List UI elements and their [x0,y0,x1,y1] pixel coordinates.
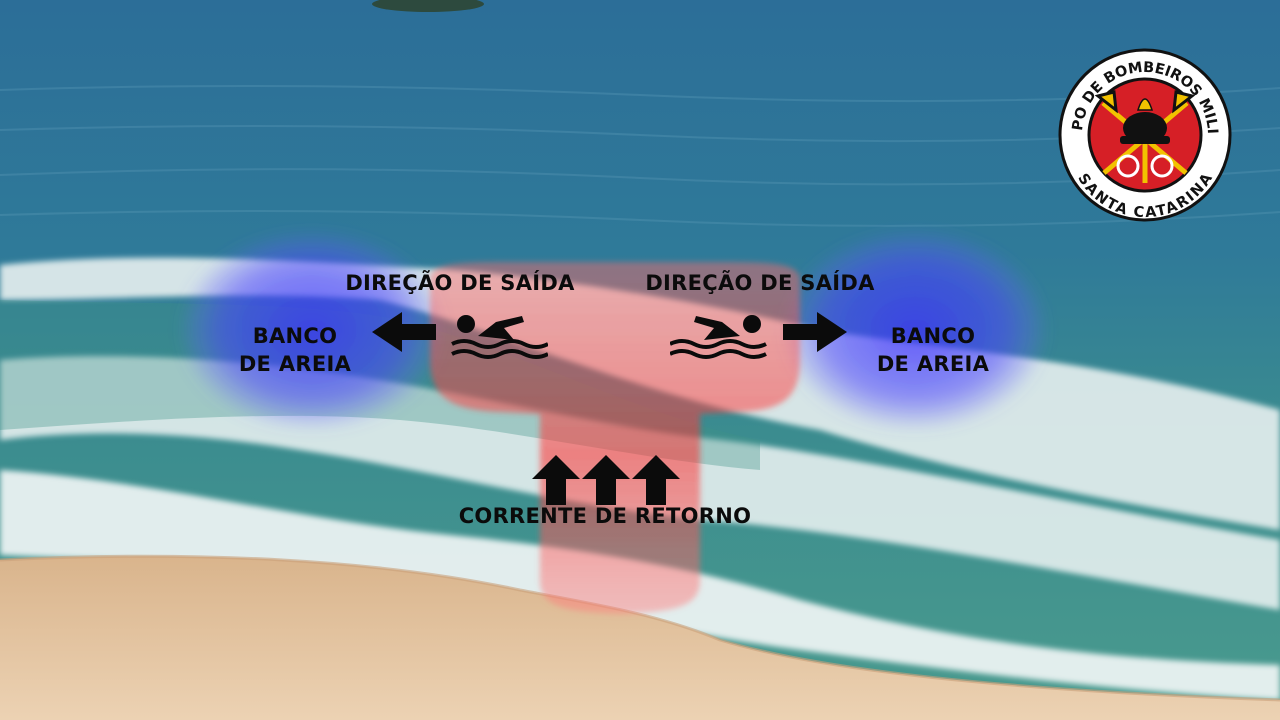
rip-current-overlay [430,262,800,614]
sandbar-label-right-line1: BANCO [890,324,976,348]
arrow-right-icon [783,312,847,352]
arrow-up-icon [582,455,630,505]
sandbar-label-right-line2: DE AREIA [876,352,990,376]
arrow-left-icon [372,312,436,352]
sandbar-right-overlay [787,234,1043,426]
sandbar-label-left-line1: BANCO [252,324,338,348]
swimmer-right-icon [670,315,767,359]
arrow-up-icon [632,455,680,505]
arrow-up-icon [532,455,580,505]
sandbar-label-left: BANCO DE AREIA [215,322,375,378]
sandbar-left-overlay [184,234,440,426]
sandbar-label-left-line2: DE AREIA [238,352,352,376]
exit-direction-label-right: DIREÇÃO DE SAÍDA [645,271,875,295]
sandbar-label-right: BANCO DE AREIA [853,322,1013,378]
swimmer-left-icon [451,315,548,359]
exit-direction-label-left: DIREÇÃO DE SAÍDA [345,271,575,295]
rip-current-label: CORRENTE DE RETORNO [458,504,752,528]
fire-department-logo: CORPO DE BOMBEIROS MILITAR SANTA CATARIN… [1058,48,1232,222]
